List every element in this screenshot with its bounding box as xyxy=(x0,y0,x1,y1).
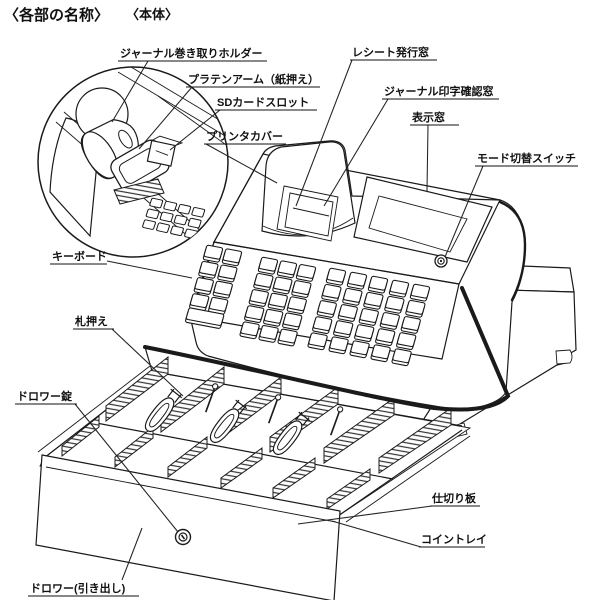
register-body xyxy=(143,140,527,412)
label-printer-cover: プリンタカバー xyxy=(206,129,283,143)
label-platen-arm: プラテンアーム（紙押え） xyxy=(188,72,319,86)
display-window xyxy=(353,176,493,263)
printer-cover xyxy=(261,141,356,242)
part-labels: ジャーナル巻き取りホルダー プラテンアーム（紙押え） SDカードスロット プリン… xyxy=(15,45,578,597)
label-journal-print-window: ジャーナル印字確認窓 xyxy=(384,84,493,98)
base-right-skirt xyxy=(432,286,511,412)
label-divider-plate: 仕切り板 xyxy=(431,491,477,505)
label-display-window: 表示窓 xyxy=(411,110,445,124)
cabinet-foot xyxy=(555,349,573,365)
inset-print-area xyxy=(113,178,165,205)
label-bill-holder: 札押え xyxy=(74,314,108,328)
label-receipt-window: レシート発行窓 xyxy=(352,45,429,59)
label-keyboard: キーボード xyxy=(52,249,107,263)
coin-tray-dividers xyxy=(61,414,371,510)
cabinet-mouth-left-edge xyxy=(144,346,153,372)
mode-switch xyxy=(434,254,448,268)
inset-sd-slot xyxy=(146,135,184,167)
label-sd-card-slot: SDカードスロット xyxy=(217,96,309,109)
label-drawer-lock: ドロワー錠 xyxy=(17,389,73,403)
coin-tray-back-wall xyxy=(90,421,394,480)
drawer-right-rim-outer xyxy=(345,435,471,523)
printer-inset xyxy=(37,66,229,258)
drawer-lock-keyhole xyxy=(180,534,186,540)
drawer-left-rim-outer xyxy=(37,365,151,453)
base-front-edge xyxy=(143,345,436,410)
drawer xyxy=(35,355,472,600)
display-screen xyxy=(368,195,468,253)
label-drawer: ドロワー(引き出し) xyxy=(30,581,126,595)
label-coin-tray: コイントレイ xyxy=(421,533,487,546)
drawer-right-rim xyxy=(337,429,463,517)
leader-lines xyxy=(74,59,484,581)
page-title: 〈各部の名称〉 xyxy=(4,6,109,24)
drawer-front-panel xyxy=(35,454,341,600)
label-journal-holder: ジャーナル巻き取りホルダー xyxy=(120,46,262,60)
body-right-edge xyxy=(498,200,527,302)
label-mode-switch: モード切替スイッチ xyxy=(477,151,576,165)
paper-slot xyxy=(292,207,330,217)
page-subtitle: 〈本体〉 xyxy=(126,7,178,22)
